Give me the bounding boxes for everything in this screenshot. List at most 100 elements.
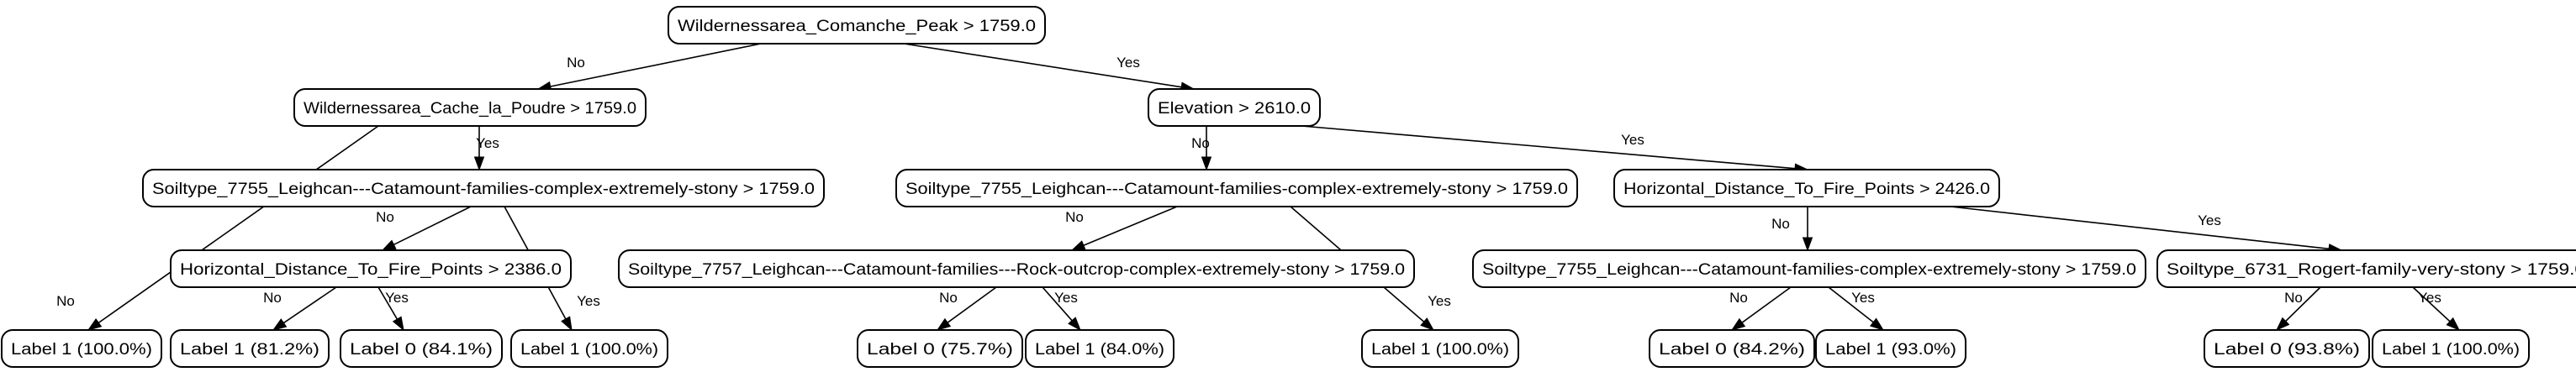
arrow-head-icon bbox=[381, 239, 397, 251]
edge-n4-l2 bbox=[282, 286, 337, 324]
arrow-head-icon bbox=[473, 156, 485, 171]
leaf-node: Label 0 (84.1%) bbox=[340, 329, 503, 368]
edge-label-yes: Yes bbox=[2198, 212, 2221, 228]
split-condition: Soiltype_7755_Leighcan---Catamount-famil… bbox=[905, 181, 1568, 198]
node-box bbox=[2204, 329, 2370, 368]
node-box bbox=[1472, 249, 2146, 288]
leaf-label: Label 0 (75.7%) bbox=[867, 341, 1013, 359]
split-node: Soiltype_6731_Rogert-family-very-stony >… bbox=[2156, 249, 2576, 288]
split-condition: Soiltype_6731_Rogert-family-very-stony >… bbox=[2167, 261, 2576, 279]
arrow-head-icon bbox=[87, 317, 103, 331]
arrow-head-icon bbox=[936, 317, 952, 331]
edge-n3-n4 bbox=[393, 206, 472, 246]
node-box bbox=[293, 88, 647, 127]
split-node: Soiltype_7757_Leighcan---Catamount-famil… bbox=[618, 249, 1415, 288]
edge-n8-l8 bbox=[1741, 286, 1792, 323]
leaf-label: Label 1 (100.0%) bbox=[11, 341, 152, 359]
node-box bbox=[1025, 329, 1175, 368]
arrow-head-icon bbox=[1070, 240, 1086, 251]
edge-label-yes: Yes bbox=[1116, 55, 1140, 71]
node-box bbox=[895, 169, 1578, 207]
leaf-label: Label 1 (93.0%) bbox=[1825, 341, 1956, 359]
node-box bbox=[510, 329, 668, 368]
arrow-head-icon bbox=[1869, 317, 1885, 331]
node-box bbox=[1815, 329, 1966, 368]
edge-label-no: No bbox=[376, 209, 394, 225]
leaf-label: Label 1 (100.0%) bbox=[1371, 341, 1509, 359]
leaf-label: Label 0 (93.8%) bbox=[2214, 341, 2360, 359]
edge-label-yes: Yes bbox=[385, 290, 409, 306]
split-condition: Soiltype_7755_Leighcan---Catamount-famil… bbox=[1482, 261, 2136, 279]
leaf-label: Label 1 (100.0%) bbox=[520, 341, 658, 359]
arrow-head-icon bbox=[1068, 317, 1081, 332]
edge-label-yes: Yes bbox=[1621, 132, 1644, 148]
edge-label-no: No bbox=[56, 293, 75, 309]
split-node: Horizontal_Distance_To_Fire_Points > 242… bbox=[1613, 169, 2000, 207]
leaf-node: Label 1 (100.0%) bbox=[2372, 329, 2530, 368]
split-node: Elevation > 2610.0 bbox=[1148, 88, 1321, 127]
node-box bbox=[1, 329, 162, 368]
split-node: Soiltype_7755_Leighcan---Catamount-famil… bbox=[142, 169, 825, 207]
leaf-node: Label 1 (81.2%) bbox=[170, 329, 330, 368]
leaf-node: Label 1 (100.0%) bbox=[510, 329, 668, 368]
node-box bbox=[1613, 169, 2000, 207]
leaf-label: Label 1 (100.0%) bbox=[2382, 341, 2520, 359]
split-condition: Elevation > 2610.0 bbox=[1158, 100, 1311, 118]
node-box bbox=[170, 249, 572, 288]
split-node: Soiltype_7755_Leighcan---Catamount-famil… bbox=[1472, 249, 2146, 288]
leaf-node: Label 0 (75.7%) bbox=[857, 329, 1023, 368]
edge-n5-n6 bbox=[1083, 206, 1178, 246]
leaf-node: Label 1 (84.0%) bbox=[1025, 329, 1175, 368]
node-box bbox=[142, 169, 825, 207]
leaf-node: Label 1 (100.0%) bbox=[1, 329, 162, 368]
arrow-head-icon bbox=[2446, 317, 2461, 331]
leaf-label: Label 1 (84.0%) bbox=[1035, 341, 1164, 359]
edge-n1-l1 bbox=[98, 125, 379, 324]
edge-n6-l5 bbox=[947, 286, 997, 323]
leaf-label: Label 0 (84.2%) bbox=[1659, 341, 1805, 359]
edge-n0-n2 bbox=[903, 43, 1182, 88]
arrow-head-icon bbox=[392, 316, 404, 332]
edge-label-yes: Yes bbox=[1851, 290, 1875, 306]
edge-label-no: No bbox=[567, 55, 585, 71]
split-node: Wildernessarea_Comanche_Peak > 1759.0 bbox=[668, 6, 1046, 45]
edge-label-yes: Yes bbox=[2418, 290, 2441, 306]
node-box bbox=[340, 329, 503, 368]
edge-n7-n9 bbox=[1950, 206, 2330, 250]
edge-label-yes: Yes bbox=[1428, 293, 1451, 309]
arrow-head-icon bbox=[1201, 156, 1212, 171]
edge-n8-l9 bbox=[1828, 286, 1874, 323]
split-condition: Wildernessarea_Comanche_Peak > 1759.0 bbox=[678, 18, 1036, 35]
arrow-head-icon bbox=[1802, 237, 1813, 252]
leaf-node: Label 1 (100.0%) bbox=[1361, 329, 1519, 368]
arrow-head-icon bbox=[1420, 317, 1435, 331]
node-box bbox=[857, 329, 1023, 368]
arrow-head-icon bbox=[561, 316, 573, 332]
node-box bbox=[668, 6, 1046, 45]
node-box bbox=[170, 329, 330, 368]
node-box bbox=[1148, 88, 1321, 127]
edge-n0-n1 bbox=[550, 43, 762, 87]
split-node: Horizontal_Distance_To_Fire_Points > 238… bbox=[170, 249, 572, 288]
split-condition: Soiltype_7755_Leighcan---Catamount-famil… bbox=[152, 181, 815, 198]
leaf-label: Label 1 (81.2%) bbox=[180, 341, 319, 359]
node-box bbox=[1649, 329, 1815, 368]
edge-label-yes: Yes bbox=[1054, 290, 1078, 306]
arrow-head-icon bbox=[272, 318, 288, 331]
leaf-node: Label 0 (84.2%) bbox=[1649, 329, 1815, 368]
edge-n2-n7 bbox=[1301, 125, 1796, 170]
arrow-head-icon bbox=[1730, 317, 1746, 331]
edge-label-no: No bbox=[1771, 216, 1790, 232]
split-condition: Wildernessarea_Cache_la_Poudre > 1759.0 bbox=[304, 100, 636, 118]
tree-nodes: Wildernessarea_Comanche_Peak > 1759.0Wil… bbox=[1, 6, 2576, 368]
split-condition: Horizontal_Distance_To_Fire_Points > 238… bbox=[180, 261, 562, 279]
split-node: Soiltype_7755_Leighcan---Catamount-famil… bbox=[895, 169, 1578, 207]
split-condition: Horizontal_Distance_To_Fire_Points > 242… bbox=[1623, 181, 1990, 198]
leaf-label: Label 0 (84.1%) bbox=[350, 341, 493, 359]
edge-label-no: No bbox=[939, 290, 958, 306]
edge-label-no: No bbox=[2284, 290, 2303, 306]
leaf-node: Label 0 (93.8%) bbox=[2204, 329, 2370, 368]
node-box bbox=[618, 249, 1415, 288]
